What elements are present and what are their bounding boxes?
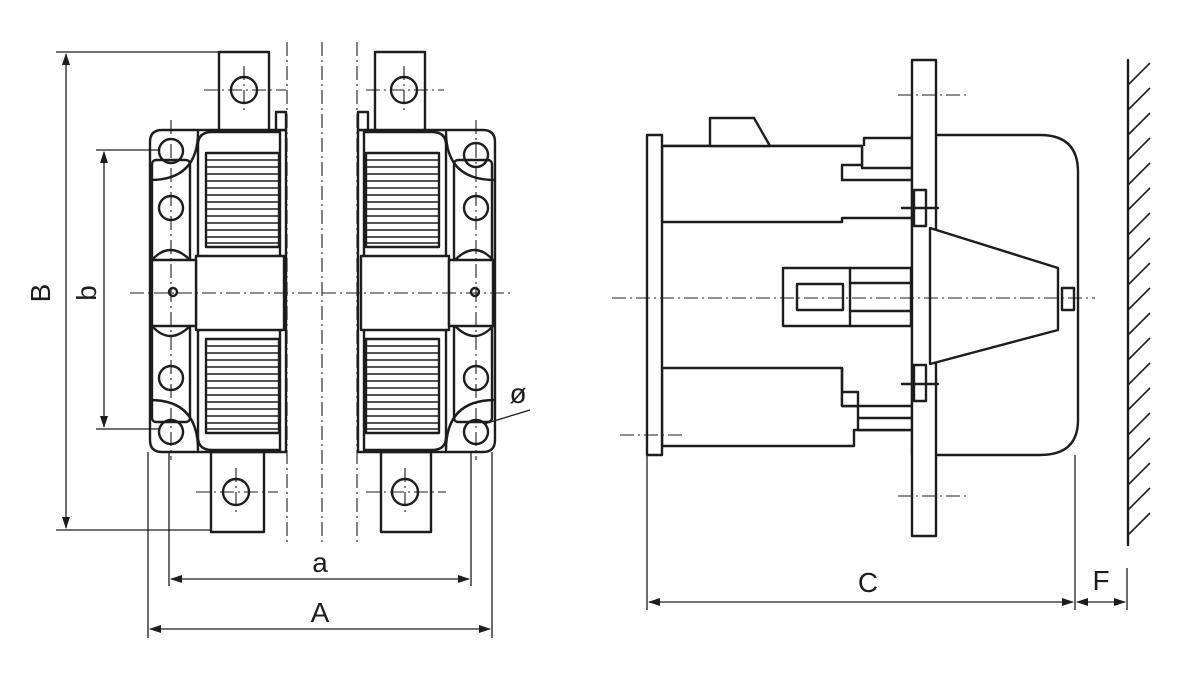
side-cone-shape: [928, 226, 1060, 366]
side-bump-right-top: [453, 248, 495, 262]
corner-arc-tr: [444, 130, 497, 182]
side-center-lines: [612, 94, 1095, 497]
front-center-lines: [130, 42, 510, 545]
front-view: B b a A ø: [25, 42, 531, 638]
coil-grid-top-right: [364, 151, 441, 249]
mounting-wall: [1126, 58, 1151, 547]
side-plunger-housing: [781, 266, 913, 328]
top-tab-left: [274, 110, 288, 132]
leader-hole-diameter: [483, 409, 531, 425]
label-F: F: [1092, 565, 1109, 596]
side-top-button: [708, 116, 772, 148]
label-B: B: [25, 284, 56, 303]
side-body-lower: [660, 366, 914, 448]
corner-arc-br: [444, 398, 497, 452]
coil-grid-top-left: [204, 151, 281, 249]
side-flange-bolts: [900, 188, 940, 403]
side-plunger-tip: [1060, 286, 1076, 312]
side-view: C F: [612, 58, 1151, 610]
front-extension-lines: [56, 51, 493, 638]
top-tab-right: [356, 110, 370, 132]
label-hole-diameter: ø: [509, 378, 526, 409]
label-A: A: [311, 597, 330, 628]
label-C: C: [858, 567, 878, 598]
side-plunger-inner: [795, 282, 845, 312]
side-extension-lines: [646, 455, 1128, 610]
label-b: b: [71, 285, 102, 301]
corner-arc-bl: [148, 398, 200, 452]
side-front-plate: [645, 133, 664, 457]
label-a: a: [312, 547, 328, 578]
corner-arc-tl: [148, 130, 200, 182]
side-bump-right-bottom: [453, 324, 495, 338]
coil-grid-bottom-left: [204, 337, 281, 435]
coil-grid-bottom-right: [364, 337, 441, 435]
